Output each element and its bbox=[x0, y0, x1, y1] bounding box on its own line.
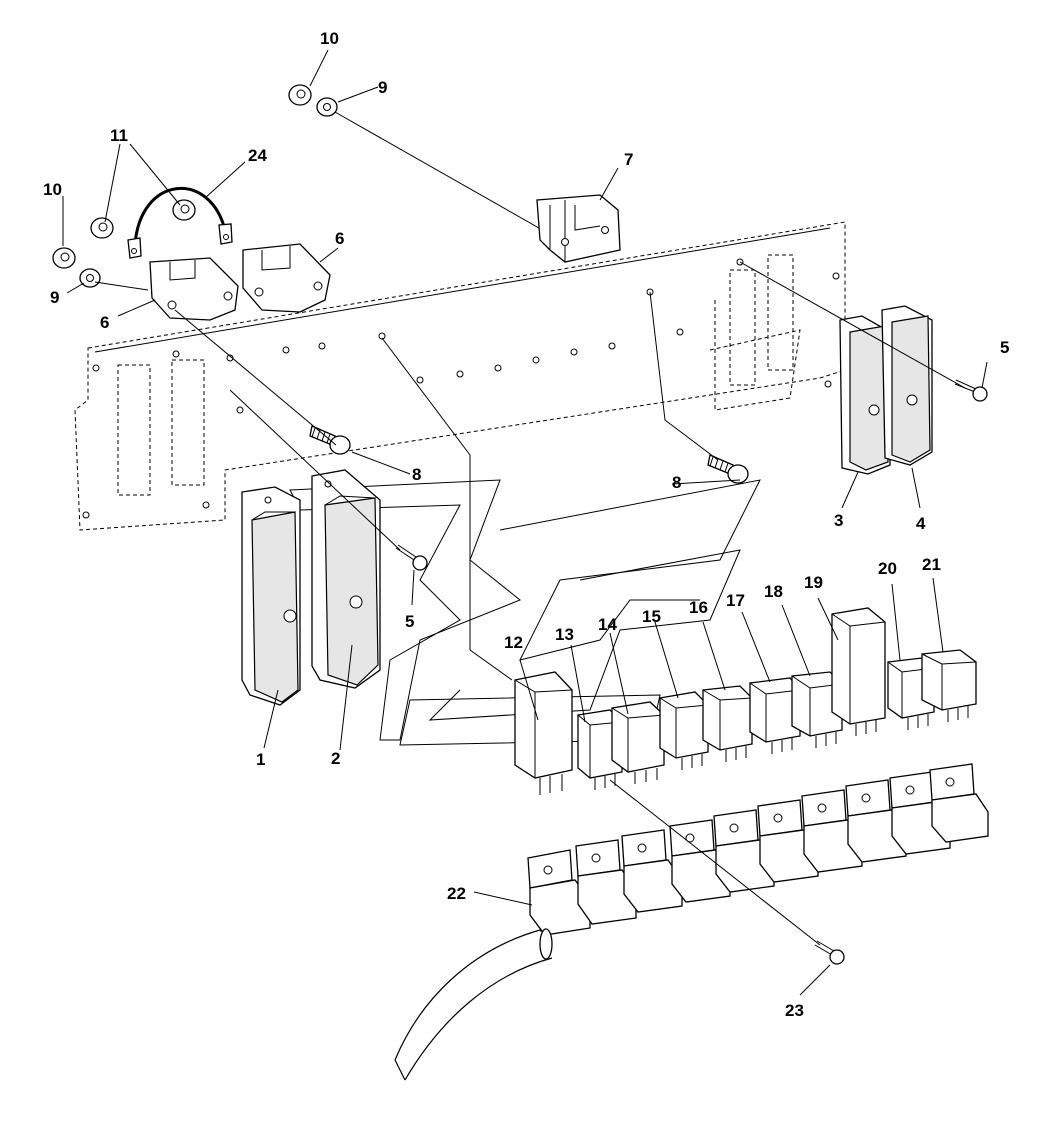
washer-9-left bbox=[79, 268, 101, 288]
callout-14: 14 bbox=[598, 615, 617, 634]
screw-8-right bbox=[707, 454, 749, 484]
callout-13: 13 bbox=[555, 625, 574, 644]
callout-10-left: 10 bbox=[43, 180, 62, 199]
module-2 bbox=[311, 469, 381, 689]
callout-labels: 10 9 11 24 7 10 6 9 6 5 8 8 3 4 21 20 19… bbox=[43, 29, 1009, 1020]
module-4 bbox=[881, 305, 933, 466]
callout-19: 19 bbox=[804, 573, 823, 592]
callout-22: 22 bbox=[447, 884, 466, 903]
callout-21: 21 bbox=[922, 555, 941, 574]
nut-10-left bbox=[52, 247, 76, 269]
relay-16 bbox=[702, 685, 753, 762]
socket-holes bbox=[543, 777, 955, 875]
panel-holes bbox=[82, 258, 840, 519]
callout-6-right: 6 bbox=[335, 229, 344, 248]
callout-9-top: 9 bbox=[378, 78, 387, 97]
module-3 bbox=[839, 315, 891, 475]
relay-19 bbox=[831, 607, 886, 736]
callout-10-top: 10 bbox=[320, 29, 339, 48]
nut-10-top bbox=[288, 84, 312, 106]
bracket-part-7 bbox=[536, 194, 621, 263]
relay-socket-strip-22 bbox=[527, 763, 989, 936]
callout-12: 12 bbox=[504, 633, 523, 652]
callout-7: 7 bbox=[624, 150, 633, 169]
callout-2: 2 bbox=[331, 749, 340, 768]
mounting-panel bbox=[74, 221, 846, 531]
callout-5-left: 5 bbox=[405, 612, 414, 631]
screw-5-left bbox=[395, 544, 428, 571]
leader-lines bbox=[62, 49, 988, 996]
callout-24: 24 bbox=[248, 146, 267, 165]
relay-12 bbox=[514, 671, 573, 795]
callout-8-right: 8 bbox=[672, 473, 681, 492]
callout-11: 11 bbox=[110, 126, 128, 145]
cable-harness bbox=[394, 928, 553, 1081]
relay-17 bbox=[749, 677, 801, 754]
callout-17: 17 bbox=[726, 591, 745, 610]
callout-4: 4 bbox=[916, 514, 926, 533]
screw-23 bbox=[814, 940, 845, 965]
screw-8-left bbox=[309, 425, 351, 455]
callout-15: 15 bbox=[642, 607, 661, 626]
ground-strap-24 bbox=[127, 186, 233, 259]
callout-1: 1 bbox=[256, 750, 265, 769]
callout-20: 20 bbox=[878, 559, 897, 578]
washer-9-top bbox=[316, 97, 338, 117]
relay-18 bbox=[791, 671, 843, 748]
callout-9-left: 9 bbox=[50, 288, 59, 307]
module-1 bbox=[241, 486, 301, 706]
callout-6-left: 6 bbox=[100, 313, 109, 332]
callout-18: 18 bbox=[764, 582, 783, 601]
callout-3: 3 bbox=[834, 511, 843, 530]
callout-23: 23 bbox=[785, 1001, 804, 1020]
insulator-block-6-right bbox=[242, 243, 331, 313]
relay-13 bbox=[577, 709, 623, 790]
callout-8-left: 8 bbox=[412, 465, 421, 484]
callout-5-right: 5 bbox=[1000, 338, 1009, 357]
screw-5-right bbox=[954, 379, 988, 402]
nut-11-right bbox=[172, 199, 196, 221]
relay-15 bbox=[659, 691, 709, 770]
relay-14 bbox=[611, 701, 665, 784]
insulator-block-6-left bbox=[149, 257, 239, 321]
nut-11-left bbox=[90, 217, 114, 239]
callout-16: 16 bbox=[689, 598, 708, 617]
relay-21 bbox=[921, 649, 977, 722]
